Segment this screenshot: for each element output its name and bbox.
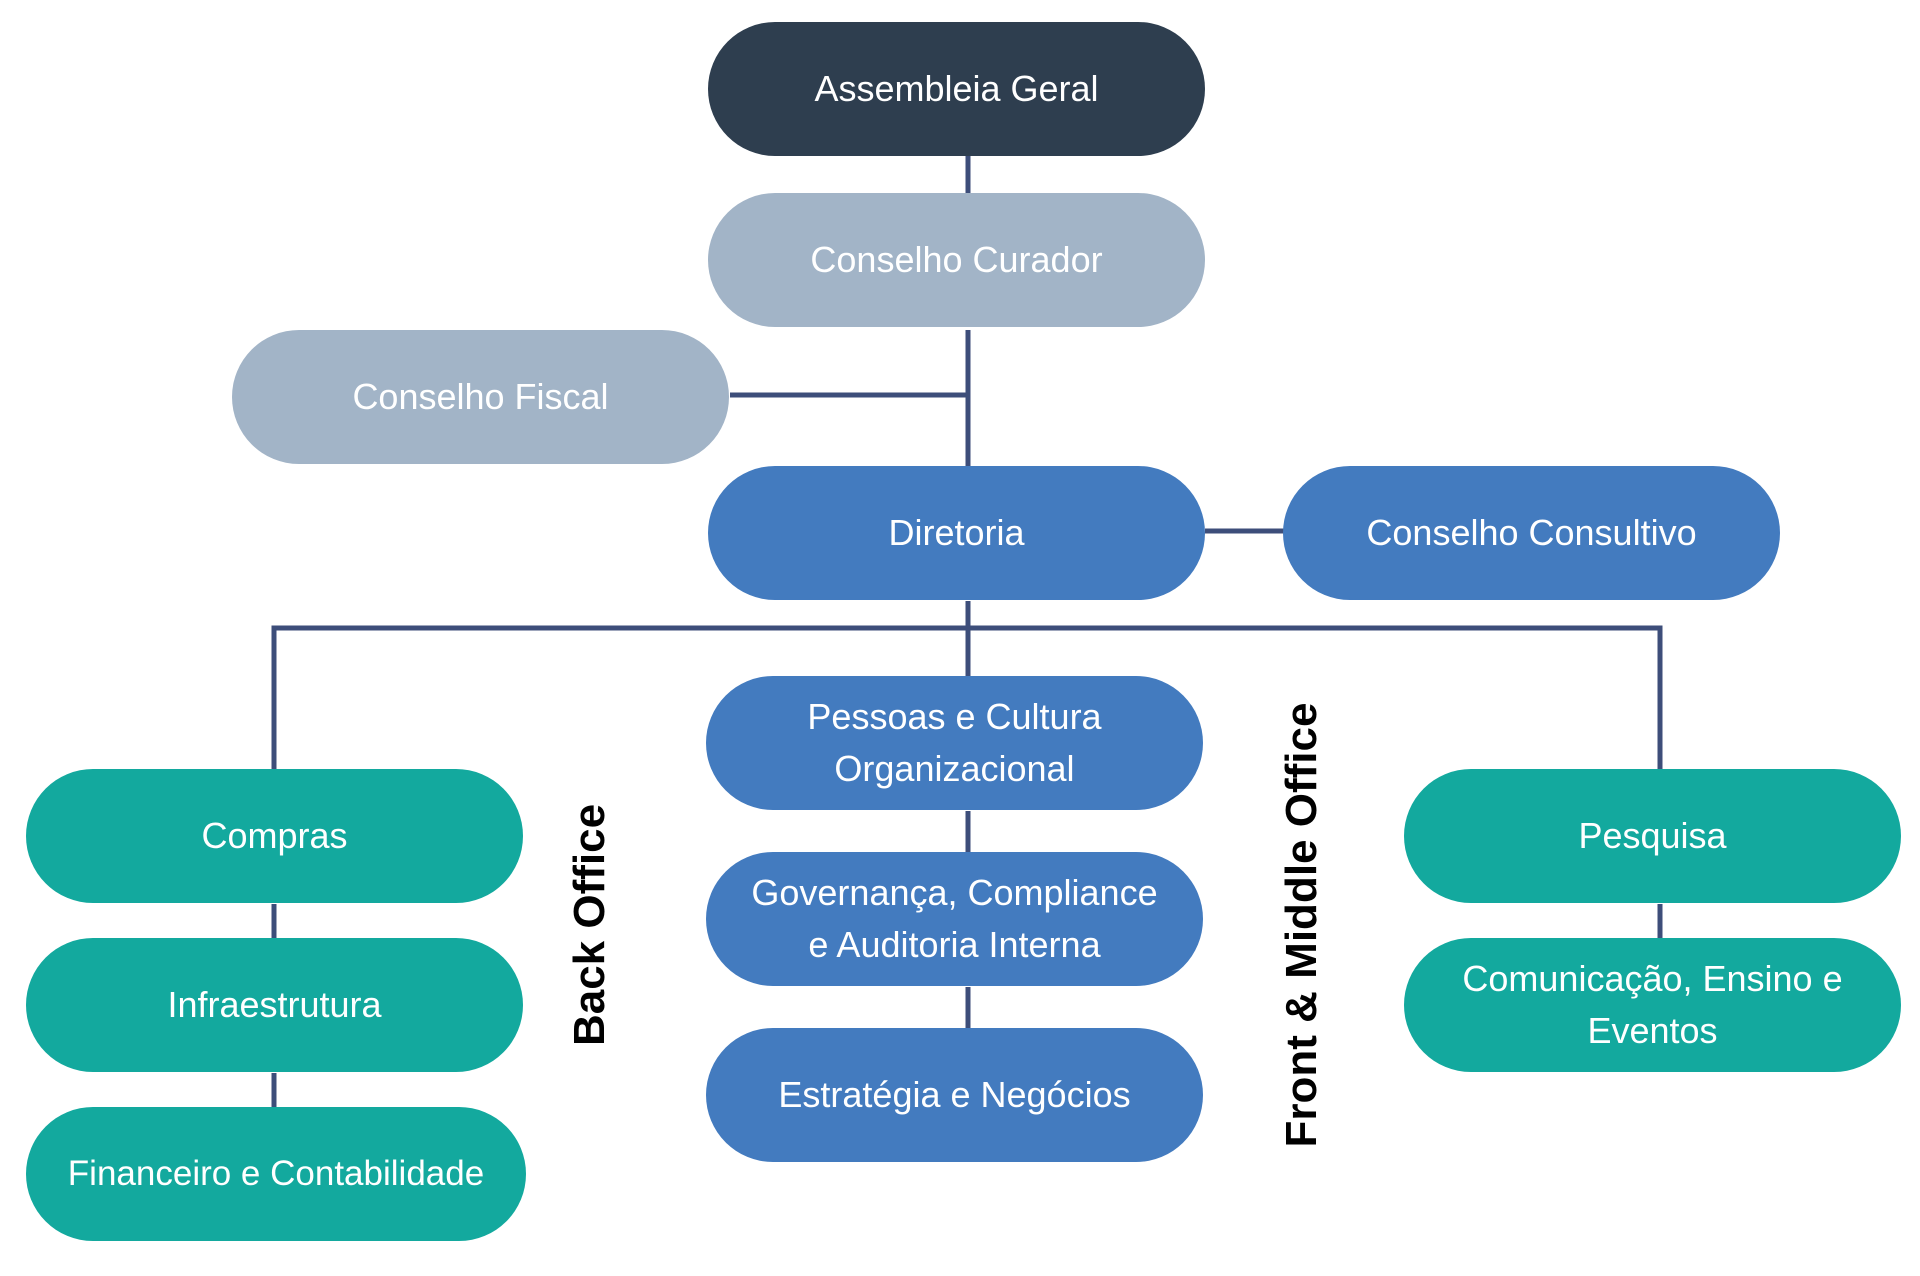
label-front-middle-office: Front & Middle Office <box>1277 702 1326 1148</box>
node-conselho-curador: Conselho Curador <box>708 193 1205 327</box>
node-conselho-fiscal: Conselho Fiscal <box>232 330 729 464</box>
node-pesquisa: Pesquisa <box>1404 769 1901 903</box>
node-pessoas-cultura: Pessoas e Cultura Organizacional <box>706 676 1203 810</box>
link-branch-bar <box>271 625 1663 770</box>
node-financeiro: Financeiro e Contabilidade <box>26 1107 526 1241</box>
node-infraestrutura: Infraestrutura <box>26 938 523 1072</box>
node-conselho-consultivo: Conselho Consultivo <box>1283 466 1780 600</box>
node-compras: Compras <box>26 769 523 903</box>
node-governanca: Governança, Compliance e Auditoria Inter… <box>706 852 1203 986</box>
node-estrategia: Estratégia e Negócios <box>706 1028 1203 1162</box>
node-comunicacao: Comunicação, Ensino e Eventos <box>1404 938 1901 1072</box>
label-back-office: Back Office <box>565 803 614 1047</box>
node-assembleia-geral: Assembleia Geral <box>708 22 1205 156</box>
node-diretoria: Diretoria <box>708 466 1205 600</box>
